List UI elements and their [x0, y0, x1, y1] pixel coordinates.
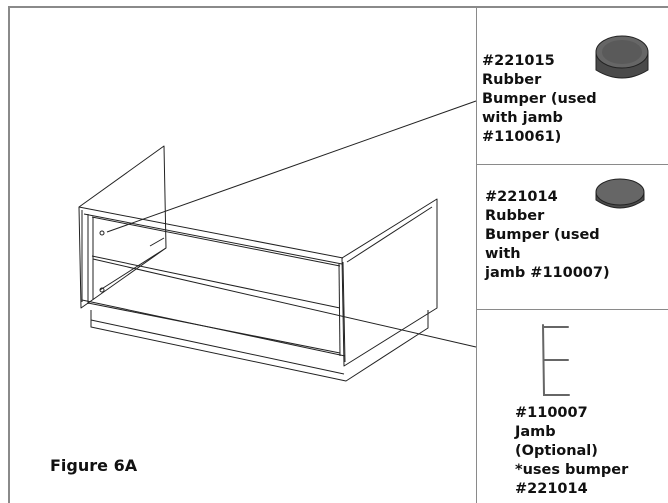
jamb-e-profile-icon: [542, 324, 570, 396]
short-rubber-bumper-icon: [595, 178, 645, 209]
bumper-mark-lower: [99, 287, 105, 293]
middle-shelf: [91, 255, 341, 309]
top-rail: [78, 206, 344, 259]
right-side-panel: [341, 198, 438, 367]
figure-caption: Figure 6A: [50, 456, 138, 475]
base-plinth: [90, 310, 429, 382]
parts-row-divider-2: [476, 309, 668, 310]
part-label-221015: #221015 Rubber Bumper (used with jamb #1…: [482, 53, 597, 145]
parts-row-divider-1: [476, 164, 668, 165]
part-label-110007: #110007 Jamb (Optional) *uses bumper #22…: [515, 405, 629, 497]
right-jamb: [342, 261, 346, 363]
figure-frame: [8, 6, 668, 503]
parts-panel-divider: [476, 6, 477, 503]
leader-line-bumper: [106, 100, 477, 233]
part-label-221014: #221014 Rubber Bumper (used with jamb #1…: [485, 189, 610, 281]
tall-rubber-bumper-icon: [595, 35, 649, 79]
bumper-mark-upper: [99, 230, 105, 236]
leader-line-jamb: [92, 258, 477, 348]
